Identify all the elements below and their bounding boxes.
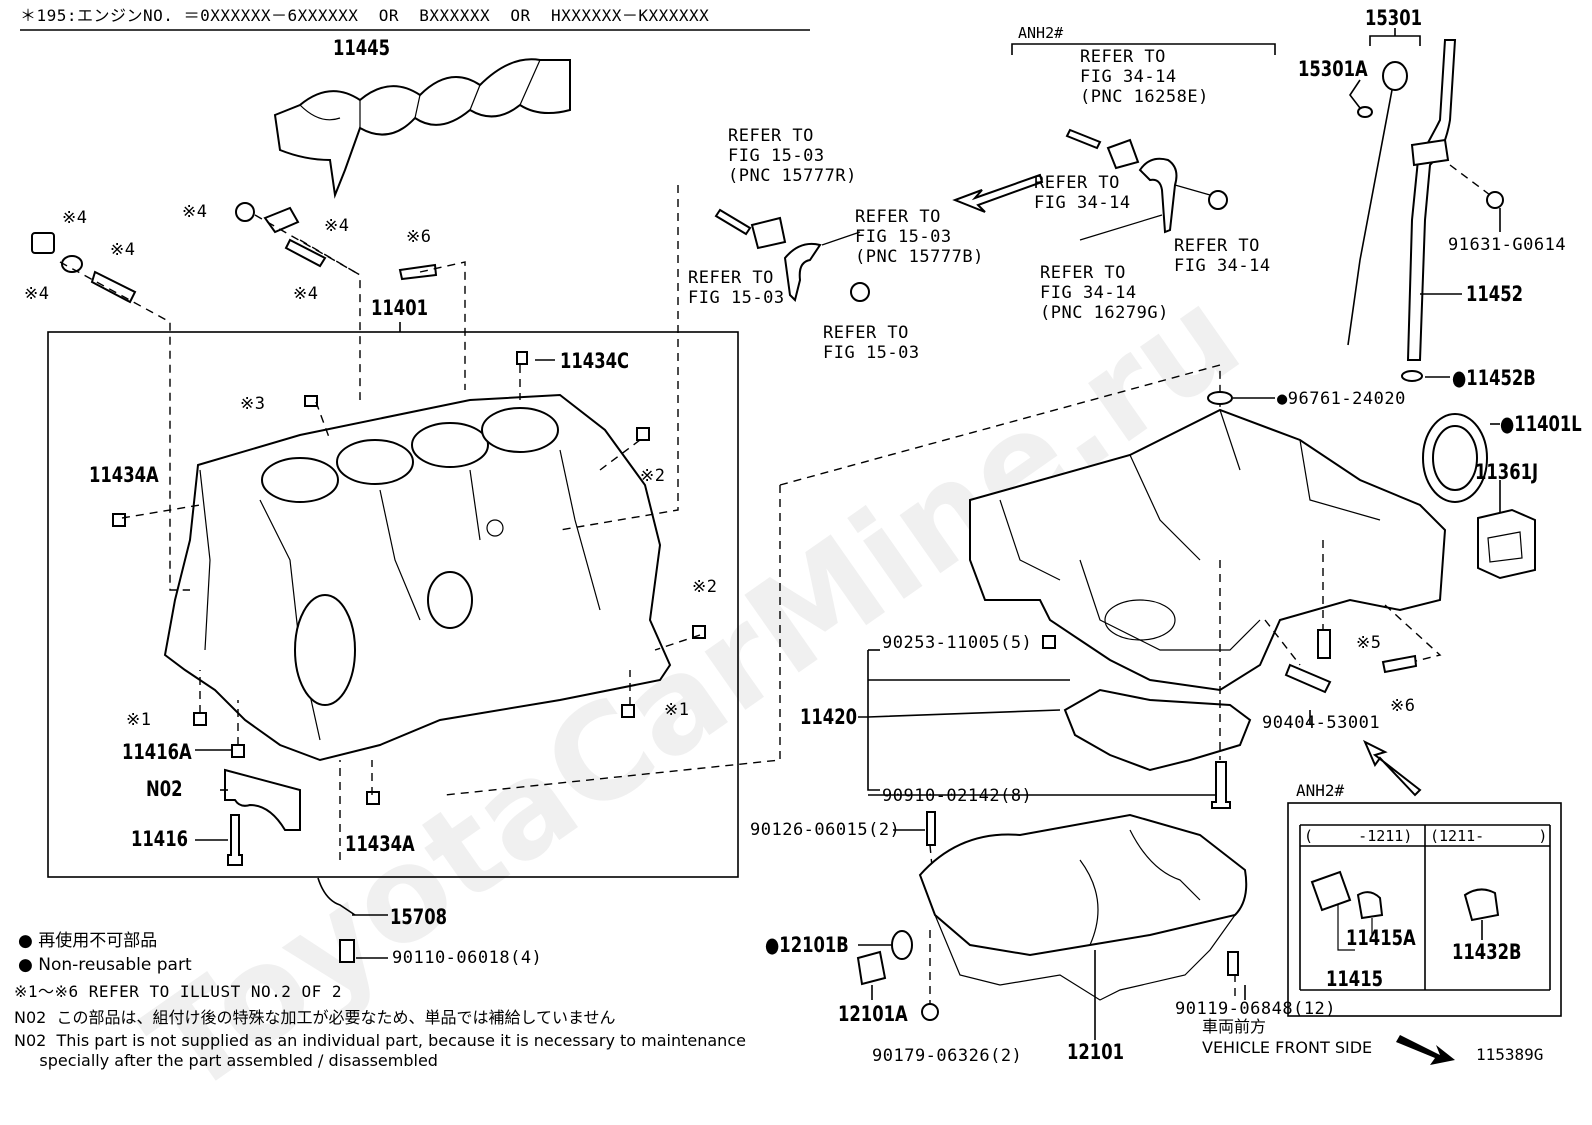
oil-pan-shape — [918, 813, 1248, 1001]
note-non-reusable-jp: ● 再使用不可部品 — [18, 931, 158, 951]
refer-fig-34-14-16258e[interactable]: REFER TO FIG 34-14 (PNC 16258E) — [1080, 47, 1209, 107]
refer-fig-15-03[interactable]: REFER TO FIG 15-03 — [688, 268, 785, 308]
part-15301[interactable]: 15301 — [1365, 6, 1422, 30]
part-12101a[interactable]: 12101A — [838, 1002, 908, 1026]
upper-oil-pan-shape — [969, 408, 1447, 772]
mark-4: ※4 — [24, 284, 50, 304]
inset-title: ANH2# — [1296, 781, 1345, 800]
part-n02[interactable]: N02 — [146, 777, 183, 801]
bolt-90110-shape — [339, 939, 355, 963]
mark-5: ※5 — [1356, 633, 1382, 653]
part-11416[interactable]: 11416 — [131, 827, 188, 851]
anh2-label-top: ANH2# — [1018, 24, 1064, 42]
part-11452b[interactable]: ●11452B — [1452, 366, 1536, 390]
engine-serial-note: ＊195:エンジンNO. ＝0XXXXXX－6XXXXXX OR BXXXXXX… — [20, 6, 710, 25]
part-15301a[interactable]: 15301A — [1298, 57, 1368, 81]
mark-4: ※4 — [324, 216, 350, 236]
part-11415[interactable]: 11415 — [1326, 967, 1383, 991]
part-90910[interactable]: 90910-02142(8) — [882, 786, 1033, 806]
part-12101[interactable]: 12101 — [1067, 1040, 1124, 1064]
part-11401l[interactable]: ●11401L — [1500, 412, 1582, 436]
mark-1: ※1 — [126, 710, 152, 730]
part-12101b[interactable]: ●12101B — [765, 933, 849, 957]
refer-fig-34-14[interactable]: REFER TO FIG 34-14 — [1174, 236, 1271, 276]
bolt-11416-shape — [227, 814, 243, 866]
mark-6: ※6 — [406, 227, 432, 247]
refer-fig-34-14-16279g[interactable]: REFER TO FIG 34-14 (PNC 16279G) — [1040, 263, 1169, 323]
part-90126[interactable]: 90126-06015(2) — [750, 820, 901, 840]
part-15708[interactable]: 15708 — [390, 905, 447, 929]
refer-fig-15-03[interactable]: REFER TO FIG 15-03 — [823, 323, 920, 363]
mark-4: ※4 — [110, 240, 136, 260]
bearing-cap-shape — [224, 768, 301, 831]
mark-1: ※1 — [664, 700, 690, 720]
part-11415a[interactable]: 11415A — [1346, 926, 1416, 950]
vehicle-front-jp: 車両前方 — [1202, 1017, 1267, 1036]
refer-fig-15-03-15777r[interactable]: REFER TO FIG 15-03 (PNC 15777R) — [728, 126, 857, 186]
refer-fig-15-03-15777b[interactable]: REFER TO FIG 15-03 (PNC 15777B) — [855, 207, 984, 267]
front-arrow-shape — [1396, 1035, 1455, 1065]
note-non-reusable-en: ● Non-reusable part — [18, 955, 192, 975]
part-91631[interactable]: 91631-G0614 — [1448, 235, 1567, 255]
illustration-code: 115389G — [1476, 1045, 1544, 1064]
part-90404[interactable]: 90404-53001 — [1262, 713, 1381, 733]
part-11401[interactable]: 11401 — [371, 296, 428, 320]
mark-2: ※2 — [692, 577, 718, 597]
mark-6: ※6 — [1390, 696, 1416, 716]
note-refer-illust: ※1～※6 REFER TO ILLUST NO.2 OF 2 — [14, 982, 343, 1001]
mark-3: ※3 — [240, 394, 266, 414]
inset-frame — [1287, 802, 1562, 1017]
note-n02-jp: N02 この部品は、組付け後の特殊な加工が必要なため、単品では補給していません — [14, 1008, 616, 1027]
part-11361j[interactable]: 11361J — [1475, 460, 1539, 484]
inset-col-left: ( -1211) — [1304, 827, 1413, 845]
part-11445[interactable]: 11445 — [333, 36, 390, 60]
part-90179[interactable]: 90179-06326(2) — [872, 1046, 1023, 1066]
mark-4: ※4 — [62, 208, 88, 228]
refer-fig-34-14[interactable]: REFER TO FIG 34-14 — [1034, 173, 1131, 213]
mark-2: ※2 — [640, 466, 666, 486]
vehicle-front-en: VEHICLE FRONT SIDE — [1202, 1038, 1373, 1057]
part-96761[interactable]: ●96761-24020 — [1277, 389, 1406, 409]
part-11432b[interactable]: 11432B — [1452, 940, 1522, 964]
diagram-drawing — [20, 28, 1562, 1065]
part-11452[interactable]: 11452 — [1466, 282, 1523, 306]
cylinder-block-frame — [47, 331, 739, 878]
part-11420[interactable]: 11420 — [800, 705, 857, 729]
part-11434a-bottom[interactable]: 11434A — [345, 832, 415, 856]
part-90119[interactable]: 90119-06848(12) — [1175, 999, 1337, 1019]
note-n02-en-cont: specially after the part assembled / dis… — [14, 1051, 438, 1070]
cylinder-block-shape — [163, 393, 672, 762]
timing-cover-shape — [273, 58, 571, 199]
note-n02-en: N02 This part is not supplied as an indi… — [14, 1031, 746, 1050]
part-11434a-left[interactable]: 11434A — [89, 463, 159, 487]
plug-shape — [31, 232, 55, 254]
mark-4: ※4 — [182, 202, 208, 222]
part-90253[interactable]: 90253-11005(5) — [882, 633, 1033, 653]
mark-4: ※4 — [293, 284, 319, 304]
part-90110[interactable]: 90110-06018(4) — [392, 948, 543, 968]
part-11434c[interactable]: 11434C — [560, 349, 630, 373]
part-11416a[interactable]: 11416A — [122, 740, 192, 764]
parts-diagram: ToyotaCarMine.ru — [14, 6, 1582, 1125]
inset-col-right: (1211- ) — [1430, 827, 1548, 845]
